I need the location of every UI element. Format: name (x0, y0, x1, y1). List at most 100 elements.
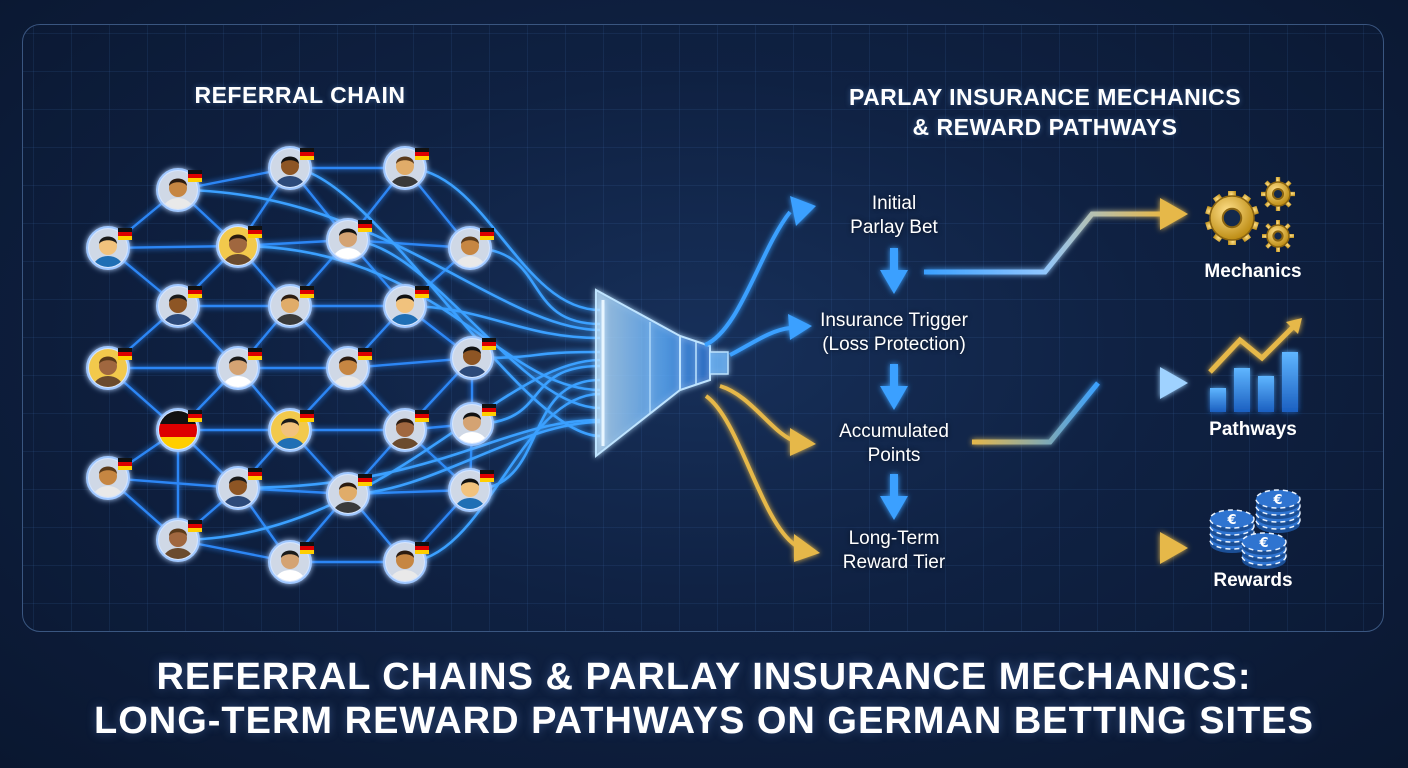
step-line-1: Long-Term (848, 528, 940, 549)
referral-user-avatar (216, 466, 262, 510)
referral-user-avatar (450, 402, 496, 446)
german-flag-icon (188, 170, 202, 182)
german-flag-icon (415, 410, 429, 422)
step-down-arrows (880, 248, 908, 520)
person-icon (453, 405, 491, 443)
referral-user-avatar (448, 226, 494, 270)
flow-line (237, 418, 601, 490)
referral-user-avatar (326, 218, 372, 262)
referral-user-avatar (86, 346, 132, 390)
parlay-insurance-heading: PARLAY INSURANCE MECHANICS & REWARD PATH… (780, 82, 1310, 142)
german-flag-icon (300, 410, 314, 422)
flow-line (177, 188, 601, 332)
referral-user-avatar (86, 226, 132, 270)
gear-hole (1271, 187, 1285, 201)
referral-user-avatar (268, 146, 314, 190)
person-icon (89, 229, 127, 267)
pathways-label: Pathways (1209, 419, 1297, 440)
gear-hole (1272, 230, 1284, 242)
funnel-icon (595, 288, 729, 459)
referral-user-avatar (326, 346, 372, 390)
german-flag-icon (300, 286, 314, 298)
german-flag-icon (480, 470, 494, 482)
referral-user-avatar (268, 408, 314, 452)
german-flag-icon (118, 348, 132, 360)
bar-chart-growth-icon (1208, 318, 1302, 412)
german-flag-icon (358, 474, 372, 486)
referral-user-avatar (450, 336, 496, 380)
referral-user-avatar (216, 346, 262, 390)
german-flag-icon (188, 520, 202, 532)
german-flag-icon (300, 148, 314, 160)
german-flag-icon (159, 411, 197, 449)
euro-chips-icon: €€€ (1209, 489, 1301, 569)
flow-line (471, 364, 601, 426)
step-line-1: Accumulated (839, 421, 949, 442)
person-icon (271, 543, 309, 581)
gear-hole (1221, 207, 1243, 229)
german-flag-icon (248, 348, 262, 360)
flow-line (404, 304, 601, 340)
step-line-1: Insurance Trigger (820, 310, 968, 331)
german-flag-icon (248, 468, 262, 480)
german-flag-icon (188, 286, 202, 298)
referral-user-avatar (156, 168, 202, 212)
person-icon (329, 221, 367, 259)
referral-user-avatar (86, 456, 132, 500)
outcome-connectors (924, 198, 1188, 564)
german-flag-icon (482, 338, 496, 350)
step-line-1: Initial (871, 193, 917, 214)
flow-line (404, 166, 601, 312)
heading-line-1: PARLAY INSURANCE MECHANICS (848, 84, 1242, 110)
referral-user-avatar (383, 284, 429, 328)
german-flag-icon (415, 542, 429, 554)
diagram-panel (22, 24, 1384, 632)
referral-chain-nodes (86, 146, 496, 584)
title-line-2: LONG-TERM REWARD PATHWAYS ON GERMAN BETT… (94, 700, 1314, 742)
german-flag-icon (188, 410, 202, 422)
german-flag-icon (415, 286, 429, 298)
flow-line (471, 350, 601, 360)
person-icon (89, 349, 127, 387)
german-flag-icon (480, 228, 494, 240)
referral-user-avatar (156, 518, 202, 562)
german-flag-icon (248, 226, 262, 238)
mechanics-label: Mechanics (1204, 261, 1302, 282)
person-icon (386, 149, 424, 187)
referral-user-avatar (383, 540, 429, 584)
flow-line (289, 166, 601, 438)
gears-icon (1205, 177, 1295, 252)
flow-line (237, 244, 601, 392)
euro-symbol: € (1272, 493, 1282, 508)
heading-line-2: & REWARD PATHWAYS (912, 114, 1178, 140)
step-long-term-reward-tier: Long-Term Reward Tier (784, 527, 1004, 575)
person-icon (159, 521, 197, 559)
rewards-label: Rewards (1213, 570, 1293, 591)
step-line-2: Reward Tier (842, 552, 946, 573)
page-title: REFERRAL CHAINS & PARLAY INSURANCE MECHA… (0, 655, 1408, 743)
chip-face (1241, 532, 1287, 552)
german-flag-icon (118, 458, 132, 470)
chip-face (1255, 489, 1301, 509)
german-flag-icon (358, 348, 372, 360)
referral-user-avatar (156, 408, 202, 452)
person-icon (329, 475, 367, 513)
referral-user-avatar (268, 540, 314, 584)
flow-line (469, 246, 601, 326)
step-line-2: (Loss Protection) (822, 334, 966, 355)
step-line-2: Parlay Bet (850, 217, 938, 238)
euro-symbol: € (1258, 536, 1268, 551)
referral-user-avatar (216, 224, 262, 268)
referral-user-avatar (383, 408, 429, 452)
flow-line (347, 238, 601, 410)
step-accumulated-points: Accumulated Points (784, 420, 1004, 468)
referral-user-avatar (268, 284, 314, 328)
funnel-output-arrows (704, 196, 820, 562)
step-line-2: Points (867, 445, 921, 466)
german-flag-icon (300, 542, 314, 554)
title-line-1: REFERRAL CHAINS & PARLAY INSURANCE MECHA… (156, 656, 1252, 698)
person-icon (219, 349, 257, 387)
referral-user-avatar (448, 468, 494, 512)
referral-user-avatar (156, 284, 202, 328)
